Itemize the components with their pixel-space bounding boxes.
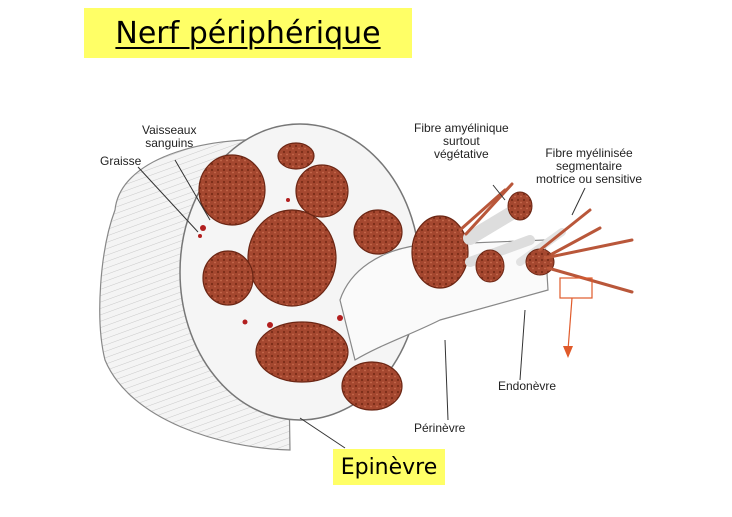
fascicle [354, 210, 402, 254]
fascicle [278, 143, 314, 169]
arrow-head [563, 346, 573, 358]
label-epinevre: Epinèvre [341, 455, 438, 480]
label-perinevre: Périnèvre [414, 422, 465, 435]
label-endonevre: Endonèvre [498, 380, 556, 393]
label-graisse: Graisse [100, 155, 141, 168]
fascicle-extracted [412, 216, 468, 288]
fascicle [256, 322, 348, 382]
endonevre-arrow [568, 298, 572, 350]
fascicle [203, 251, 253, 305]
fascicle [248, 210, 336, 306]
label-vaisseaux-sanguins: Vaisseaux sanguins [142, 124, 196, 150]
label-fibre-myelinisee: Fibre myélinisée segmentaire motrice ou … [536, 147, 642, 186]
epinevre-banner: Epinèvre [333, 449, 445, 485]
fascicle [342, 362, 402, 410]
fascicle [199, 155, 265, 225]
label-fibre-amyelinique: Fibre amyélinique surtout végétative [414, 122, 509, 161]
fascicle [296, 165, 348, 217]
endonevre-box [560, 278, 592, 298]
